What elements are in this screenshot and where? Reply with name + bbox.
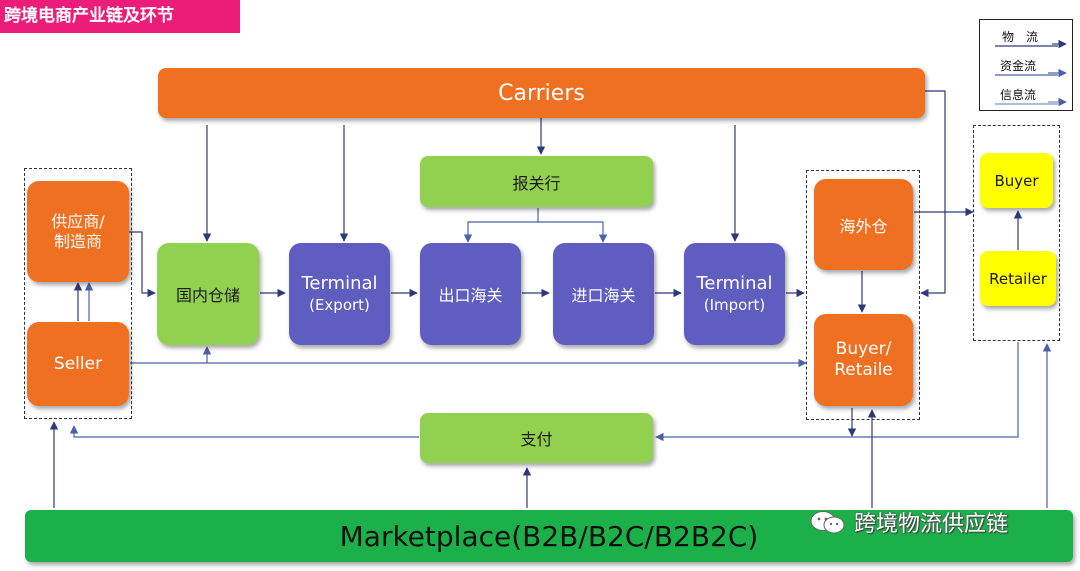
import-customs-node: 进口海关: [553, 243, 654, 345]
watermark-text: 跨境物流供应链: [854, 512, 1009, 537]
marketplace-bar: Marketplace(B2B/B2C/B2B2C): [25, 510, 1073, 562]
seller-node: Seller: [27, 322, 129, 406]
customs-broker-node: 报关行: [420, 156, 653, 207]
page-title-tag: 跨境电商产业链及环节: [0, 0, 240, 33]
domestic-warehouse-node: 国内仓储: [157, 243, 259, 345]
watermark: 跨境物流供应链: [808, 506, 1008, 538]
overseas-warehouse-node: 海外仓: [814, 179, 913, 270]
retailer-node: Retailer: [980, 251, 1056, 306]
export-customs-node: 出口海关: [420, 243, 521, 345]
legend-logistics-label: 物 流: [1002, 30, 1039, 44]
legend-cashflow-label: 资金流: [1000, 59, 1037, 73]
supplier-manufacturer-node: 供应商/制造商: [27, 181, 129, 282]
terminal-import-node: Terminal (Import): [684, 243, 785, 345]
carriers-node: Carriers: [158, 68, 925, 118]
legend: 物 流 资金流 信息流: [979, 19, 1073, 111]
destination-group-frame: [806, 170, 920, 420]
legend-infoflow-label: 信息流: [1000, 88, 1037, 102]
payment-node: 支付: [420, 413, 653, 463]
wechat-icon: [810, 511, 845, 534]
buyer-group-frame: [973, 125, 1060, 341]
buyer-retaile-node: Buyer/Retaile: [814, 314, 913, 406]
seller-group-frame: [24, 168, 132, 419]
terminal-export-node: Terminal (Export): [289, 243, 390, 345]
buyer-node: Buyer: [980, 153, 1053, 208]
